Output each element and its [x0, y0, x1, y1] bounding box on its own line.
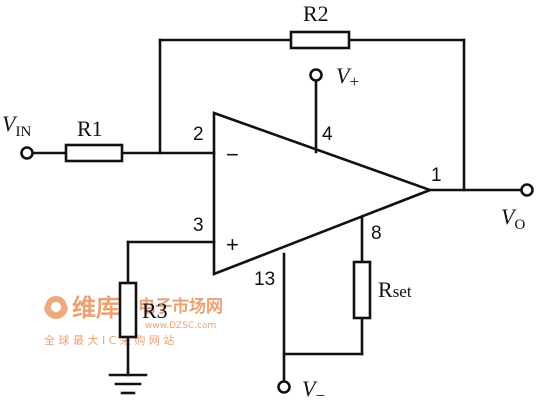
pin-vminus: 13 [254, 269, 275, 290]
watermark: 维库 电子市场网 www.DZSC.com 全 球 最 大 I C 采 购 网 … [43, 294, 223, 347]
resistor-rset [352, 260, 372, 320]
label-vout: VO [501, 204, 525, 233]
opamp-triangle [212, 111, 434, 276]
label-vminus-sub: − [315, 386, 325, 405]
pin-output: 1 [431, 165, 442, 186]
label-vminus-main: V [302, 376, 318, 401]
label-vin-sub: IN [15, 124, 31, 140]
watermark-site-text: 电子市场网 [138, 296, 223, 317]
label-r1: R1 [77, 116, 103, 141]
label-rset-main: R [378, 277, 393, 302]
pin-noninverting: 3 [193, 215, 204, 236]
watermark-tagline: 全 球 最 大 I C 采 购 网 站 [44, 333, 174, 347]
ground-icon [108, 373, 148, 395]
resistor-r1 [64, 143, 124, 163]
resistor-r2 [289, 30, 351, 50]
label-vin-main: V [2, 111, 18, 136]
minus-symbol: − [226, 142, 239, 167]
label-vminus: V− [302, 376, 325, 405]
label-rset-sub: set [393, 282, 412, 301]
pin-vplus: 4 [322, 124, 333, 145]
label-vout-sub: O [514, 217, 525, 233]
pin-set: 8 [371, 223, 382, 244]
terminal-vplus [309, 68, 323, 82]
terminal-vminus [277, 380, 291, 394]
label-vplus: V+ [336, 63, 359, 91]
terminal-vin [20, 146, 34, 160]
watermark-url: www.DZSC.com [145, 321, 216, 331]
terminal-vout [520, 183, 534, 197]
label-rset: Rset [378, 277, 412, 302]
resistor-r3 [118, 281, 138, 339]
label-r3: R3 [142, 298, 168, 323]
plus-symbol: + [226, 232, 239, 257]
label-vplus-main: V [336, 63, 352, 88]
watermark-logo-text: 维库 [72, 294, 120, 322]
label-vplus-sub: + [349, 72, 359, 91]
watermark-logo-icon [43, 294, 69, 319]
label-r2: R2 [303, 1, 329, 26]
pin-inverting: 2 [193, 124, 204, 145]
label-vin: VIN [2, 111, 31, 140]
wires [30, 38, 524, 383]
label-vout-main: V [501, 204, 517, 229]
